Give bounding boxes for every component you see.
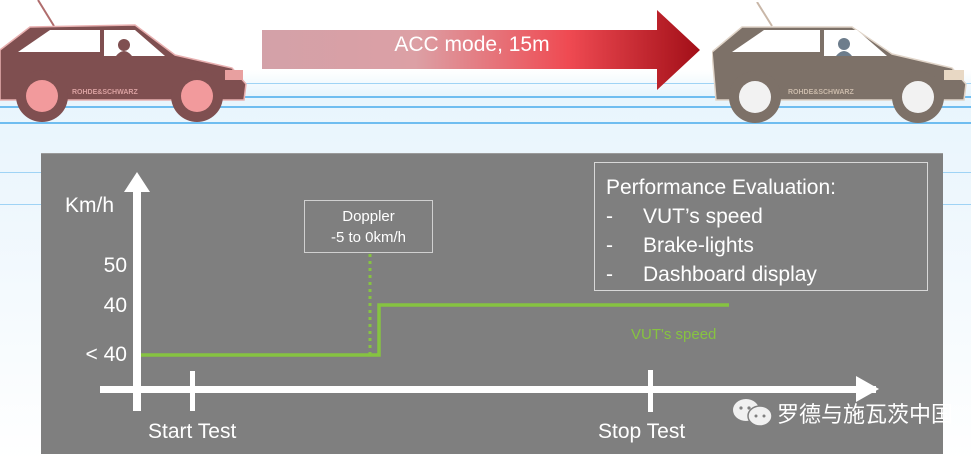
vut-speed-label: VUT's speed (631, 326, 717, 343)
stop-test-label: Stop Test (598, 420, 686, 443)
performance-evaluation-box: Performance Evaluation: -VUT’s speed -Br… (594, 162, 928, 291)
evaluation-item: -Brake-lights (606, 234, 754, 257)
road-line (0, 122, 971, 124)
evaluation-item: -Dashboard display (606, 263, 817, 286)
vut-car-icon: ROHDE&SCHWARZ (0, 0, 247, 122)
doppler-range: -5 to 0km/h (330, 229, 407, 246)
watermark-text: 罗德与施瓦茨中国 (777, 402, 954, 427)
y-tick-50: 50 (103, 254, 127, 277)
vut-speed-line (141, 303, 729, 357)
wechat-icon (733, 399, 773, 427)
doppler-title: Doppler (342, 208, 395, 225)
road-line (0, 83, 971, 84)
y-axis-arrowhead (124, 172, 150, 192)
acc-mode-label: ACC mode, 15m (394, 33, 550, 56)
left-car-brand: ROHDE&SCHWARZ (72, 89, 138, 96)
target-car-icon: ROHDE&SCHWARZ (712, 2, 967, 123)
x-axis (100, 386, 876, 393)
speed-diagram (100, 172, 879, 412)
doppler-annotation: Doppler -5 to 0km/h (304, 200, 433, 253)
x-axis-arrowhead (856, 376, 879, 402)
start-test-label: Start Test (148, 420, 237, 443)
test-diagram-panel: Km/h 50 40 < 40 Doppler -5 to 0km/h Perf… (41, 153, 943, 454)
y-axis-label: Km/h (65, 194, 115, 217)
evaluation-title: Performance Evaluation: (606, 176, 836, 199)
y-tick-below-40: < 40 (85, 343, 127, 366)
wechat-watermark: 罗德与施瓦茨中国 (731, 397, 953, 429)
start-test-marker (190, 371, 195, 411)
stop-test-marker (648, 370, 653, 412)
road-line (0, 106, 971, 108)
road-line (0, 96, 971, 98)
y-axis (133, 189, 141, 411)
y-tick-40: 40 (103, 294, 127, 317)
evaluation-item: -VUT’s speed (606, 205, 763, 228)
right-car-brand: ROHDE&SCHWARZ (788, 89, 854, 96)
acc-mode-arrow (262, 10, 700, 90)
